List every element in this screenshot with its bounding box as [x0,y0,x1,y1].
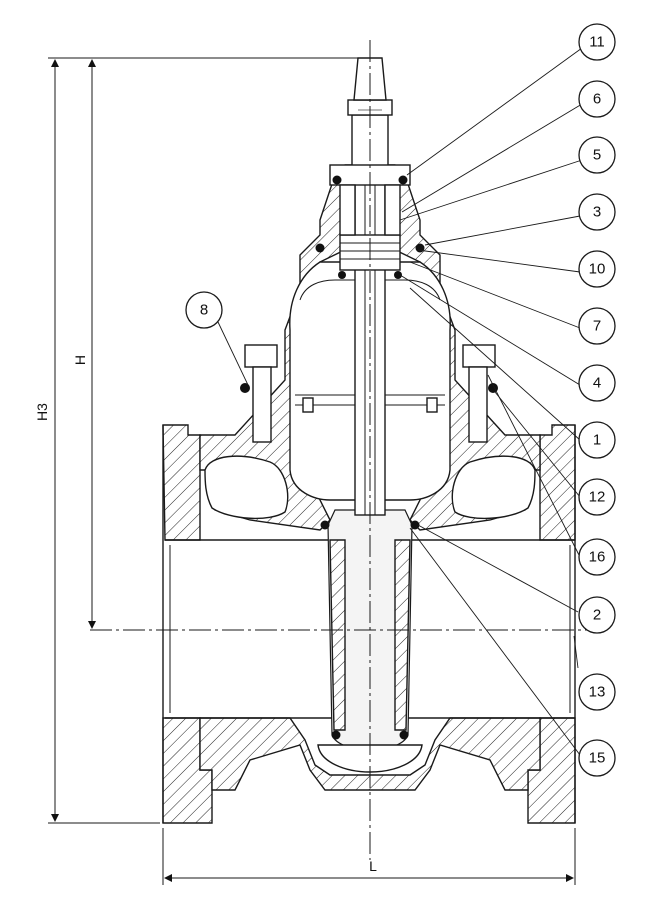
svg-text:3: 3 [593,204,601,221]
svg-text:2: 2 [593,607,601,624]
svg-text:7: 7 [593,318,601,335]
callout-13: 13 [578,673,616,711]
callout-5: 5 [578,136,616,174]
svg-text:11: 11 [589,34,605,51]
svg-text:10: 10 [589,261,606,278]
callout-8: 8 [185,291,223,329]
callout-15: 15 [578,739,616,777]
callout-16: 16 [578,538,616,576]
callout-1: 1 [578,421,616,459]
dimension-h: H [72,59,96,629]
svg-text:6: 6 [593,91,601,108]
h3-label: H3 [34,403,50,421]
svg-text:1: 1 [593,432,601,449]
callout-6: 6 [578,80,616,118]
callout-12: 12 [578,478,616,516]
bolts [244,344,496,443]
callout-2: 2 [578,596,616,634]
svg-text:4: 4 [593,375,601,392]
dimension-h3: H3 [34,57,360,824]
callout-11: 11 [578,23,616,61]
svg-text:15: 15 [589,750,606,767]
svg-text:13: 13 [589,684,606,701]
svg-text:8: 8 [200,302,208,319]
callout-3: 3 [578,193,616,231]
callout-10: 10 [578,250,616,288]
centre-lines [90,40,600,860]
h-label: H [72,355,88,365]
svg-text:5: 5 [593,147,601,164]
seals [240,175,498,740]
svg-text:16: 16 [589,549,606,566]
l-label: L [369,858,377,874]
leader-lines [217,47,583,756]
dimension-l: L [162,828,576,885]
callout-4: 4 [578,364,616,402]
callout-7: 7 [578,307,616,345]
svg-text:12: 12 [589,489,606,506]
